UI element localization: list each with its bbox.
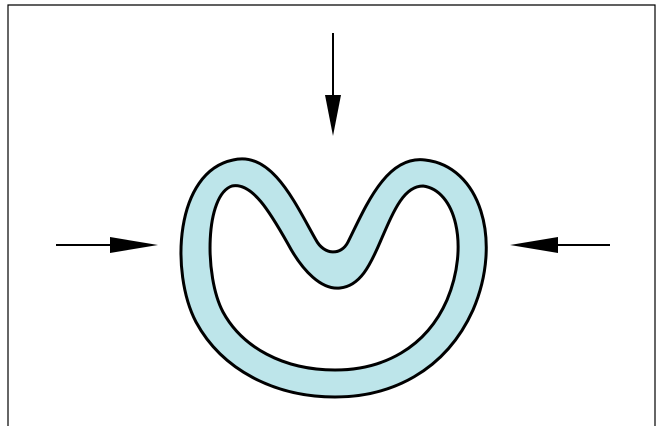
arrow-down	[325, 33, 341, 136]
arrow-right	[56, 237, 158, 253]
arrow-left	[510, 237, 610, 253]
figure-border	[7, 4, 656, 426]
tube-outer-wall	[179, 157, 488, 399]
bent-tube-shape	[179, 157, 488, 399]
